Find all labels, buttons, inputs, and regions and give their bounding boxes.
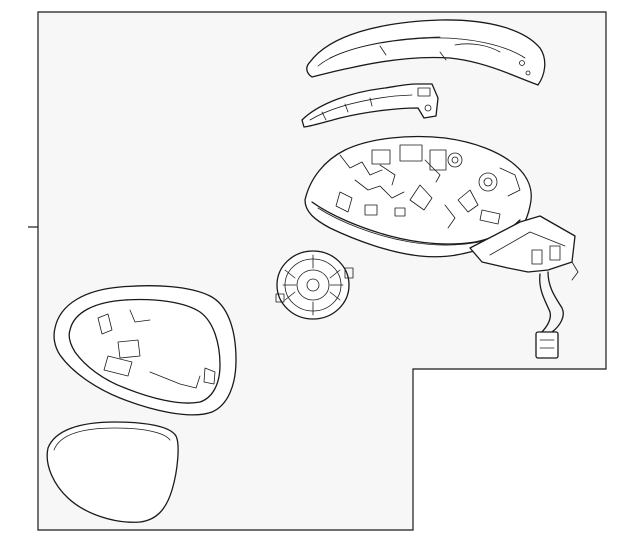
mirror-actuator[interactable]: [275, 250, 354, 320]
mirror-glass[interactable]: [46, 421, 179, 523]
mirror-cover-cap[interactable]: [306, 19, 546, 86]
mirror-glass-holder[interactable]: [53, 285, 237, 416]
mirror-housing-assembly[interactable]: [304, 135, 579, 359]
turn-signal-lamp[interactable]: [301, 83, 439, 128]
